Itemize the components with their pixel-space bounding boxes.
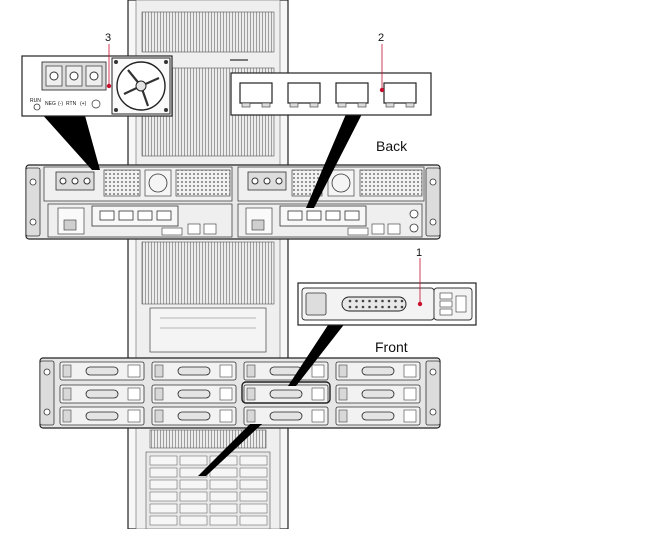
back-enclosure <box>25 164 441 240</box>
callout-2-label: 2 <box>378 32 384 44</box>
disk-module-callout: 1 Front <box>198 247 477 476</box>
callout-1-label: 1 <box>416 247 422 259</box>
callout-3-dot <box>106 83 112 89</box>
port-slots <box>239 82 417 108</box>
port-slot <box>287 82 321 104</box>
rtn-label: RTN <box>66 101 77 107</box>
rack-unit-switch <box>149 307 267 353</box>
port-module-callout: 2 Back <box>230 32 432 208</box>
disk-latch <box>341 296 407 312</box>
front-label: Front <box>375 339 408 355</box>
rack-disk-rows <box>149 455 268 526</box>
highlighted-drive-bay <box>241 381 331 404</box>
port-slot <box>239 82 273 104</box>
ground-icon <box>91 99 101 109</box>
callout-2-pointer <box>306 114 362 208</box>
port-slot <box>335 82 369 104</box>
rack-unit-middle <box>141 241 275 305</box>
drive-bays <box>59 361 421 426</box>
front-enclosure <box>39 357 441 429</box>
power-module-callout: RUN NEG (-) RTN (+) 3 <box>21 32 173 170</box>
callout-2-dot <box>379 87 385 93</box>
callout-3-pointer <box>40 112 100 170</box>
back-left-ear <box>25 167 41 237</box>
run-indicator-icon <box>33 103 41 111</box>
run-label: RUN <box>30 98 41 104</box>
neg-label: NEG <box>45 101 56 107</box>
callout-1-dot <box>417 301 423 307</box>
front-left-ear <box>39 360 55 426</box>
front-to-rack-pointer <box>198 424 262 476</box>
neg-minus-label: (-) <box>58 101 63 107</box>
back-label: Back <box>376 138 408 154</box>
rack-unit-top <box>141 11 275 53</box>
front-right-ear <box>425 360 441 426</box>
callout-1-pointer <box>288 322 346 386</box>
disk-handle <box>305 292 327 316</box>
back-right-ear <box>425 167 441 237</box>
latch-holes <box>348 299 404 309</box>
rtn-plus-label: (+) <box>80 101 87 107</box>
port-slot <box>383 82 417 104</box>
callout-3-label: 3 <box>105 32 111 44</box>
